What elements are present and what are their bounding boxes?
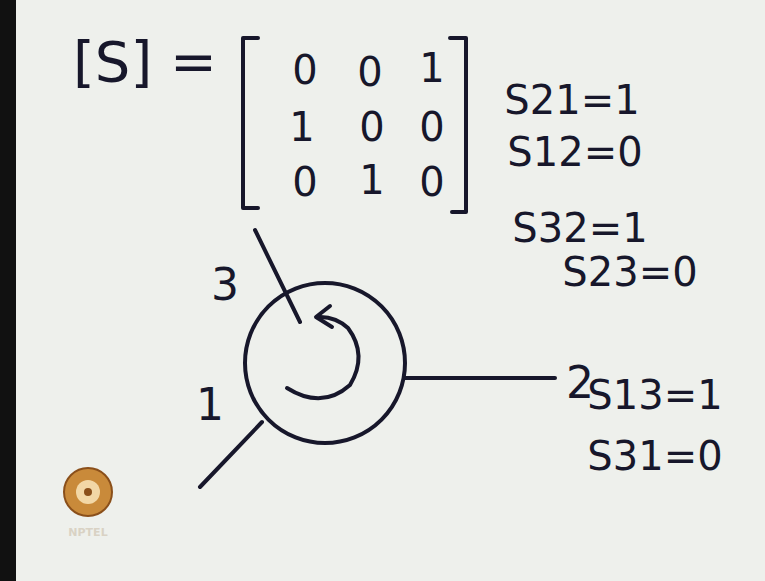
circulator-junction <box>245 283 405 443</box>
port-line <box>405 376 555 380</box>
matrix-name: [S] = <box>73 34 217 90</box>
s-parameter: S13=1 <box>587 375 722 415</box>
matrix-cell: 1 <box>289 107 314 147</box>
nptel-logo <box>64 468 112 516</box>
arrow-head <box>316 306 332 327</box>
matrix-cell: 0 <box>357 52 382 92</box>
s-parameter: S23=0 <box>562 252 697 292</box>
matrix-cell: 1 <box>359 160 384 200</box>
port-line <box>200 422 262 487</box>
matrix-cell: 0 <box>292 162 317 202</box>
s-parameter: S21=1 <box>504 80 639 120</box>
matrix-cell: 0 <box>419 162 444 202</box>
port-number: 1 <box>196 383 224 427</box>
port-number: 3 <box>211 263 239 307</box>
matrix-cell: 0 <box>359 107 384 147</box>
s-parameter: S12=0 <box>507 132 642 172</box>
matrix-cell: 0 <box>419 107 444 147</box>
matrix-bracket <box>450 38 466 212</box>
board-edge <box>0 0 16 581</box>
port-line <box>255 230 300 322</box>
logo-text: NPTEL <box>68 527 107 538</box>
circulation-arrow <box>287 317 359 398</box>
s-parameter: S32=1 <box>512 208 647 248</box>
matrix-cell: 0 <box>292 50 317 90</box>
port-number: 2 <box>566 361 594 405</box>
s-parameter: S31=0 <box>587 436 722 476</box>
matrix-bracket <box>243 38 258 208</box>
matrix-cell: 1 <box>419 48 444 88</box>
